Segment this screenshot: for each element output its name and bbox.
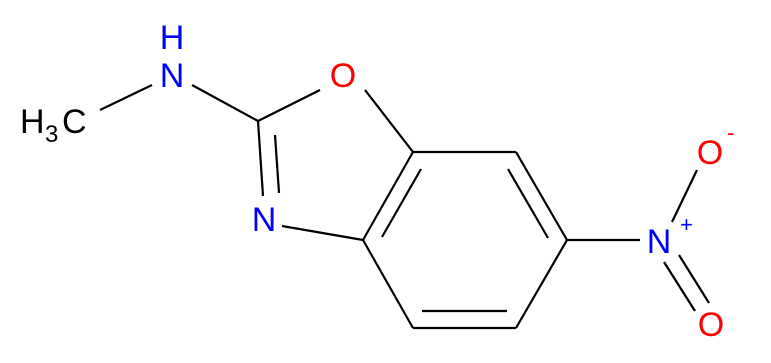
bond-c2-n3 [256, 120, 265, 197]
bond-nitro-o-top [671, 169, 698, 223]
bond-o-c7a [364, 89, 414, 153]
bond-methyl-nh [99, 84, 153, 111]
atom-labels: N H H 3 C O N N + O - O [20, 19, 734, 344]
bond-c4-c3a [362, 239, 414, 329]
atom-methyl-h: H [20, 103, 45, 141]
bond-c3a-c7a [362, 151, 414, 241]
bond-c3a-c7a-inner [381, 168, 422, 238]
bond-c2-o [257, 89, 321, 122]
atom-methyl-c: C [62, 103, 87, 141]
atom-nh-n: N [160, 57, 185, 95]
bond-c6-c5 [515, 239, 568, 329]
atom-ring-o: O [330, 57, 356, 95]
atom-nitro-o-top-charge: - [727, 120, 734, 145]
bond-nh-c2 [191, 84, 259, 122]
atom-nitro-n-charge: + [680, 212, 693, 237]
bond-c7-c6 [515, 151, 568, 241]
bond-nitro-o-bottom-double [678, 254, 710, 304]
atom-nitro-o-top: O [697, 134, 723, 172]
bond-c7-c6-inner [507, 168, 549, 239]
atom-ring-n: N [252, 201, 277, 239]
atom-nitro-n: N [647, 223, 672, 261]
bond-c2-n3-double [273, 134, 281, 194]
atom-methyl-subscript: 3 [45, 121, 58, 148]
atom-nh-h: H [160, 19, 185, 57]
bonds [99, 84, 710, 330]
atom-nitro-o-bottom: O [698, 306, 724, 344]
bond-n3-c3a [281, 224, 364, 242]
bond-nitro-o-bottom [663, 261, 696, 312]
